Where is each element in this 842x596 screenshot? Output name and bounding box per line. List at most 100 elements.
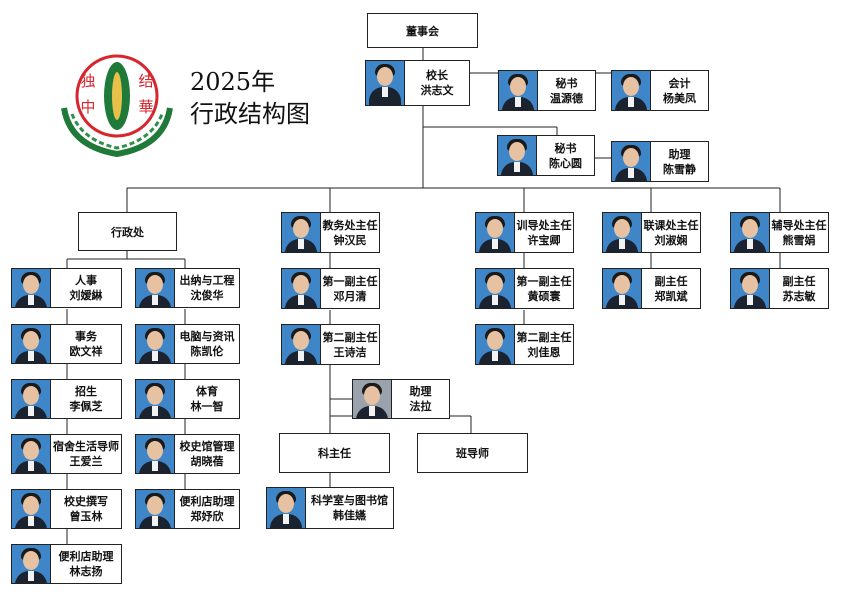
lab-library-role: 科学室与图书馆: [311, 494, 388, 507]
academic-2-card: 第二副主任王诗洁: [281, 324, 380, 365]
admin-left-0-role: 人事: [75, 274, 97, 287]
admin-right-1-card: 电脑与资讯陈凯伦: [135, 324, 240, 364]
admin-right-4-name: 郑妤欣: [190, 510, 224, 523]
academic-2-name: 王诗洁: [333, 345, 367, 359]
admin-left-2-name: 李佩芝: [69, 400, 103, 413]
admin-right-4-photo: [136, 490, 175, 528]
principal-card: 校长洪志文: [365, 60, 470, 106]
admin-left-1-photo: [12, 325, 51, 363]
admin-right-4-card: 便利店助理郑妤欣: [135, 489, 240, 529]
admin-right-1-name: 陈凯伦: [190, 345, 224, 358]
admin-right-3-photo: [136, 435, 175, 473]
admin-left-2-photo: [12, 380, 51, 418]
admin-left-3-name: 王爱兰: [69, 455, 103, 468]
academic-2-photo: [282, 325, 321, 364]
academic-1-card: 第一副主任邓月清: [281, 268, 380, 309]
discipline-0-role: 训导处主任: [516, 218, 572, 232]
discipline-2-photo: [476, 325, 515, 364]
admin-right-0-name: 沈俊华: [190, 289, 224, 302]
admin-right-3-name: 胡晓蓓: [190, 455, 224, 468]
admin-right-1-role: 电脑与资讯: [179, 330, 235, 343]
discipline-0-name: 许宝卿: [527, 233, 561, 247]
school-logo: 独 结 中 華: [61, 54, 173, 158]
logo-char-br: 華: [138, 98, 153, 116]
cocurricular-1-name: 郑凯斌: [654, 289, 688, 303]
admin-left-5-role: 便利店助理: [58, 550, 114, 563]
subject-head-box: 科主任: [279, 433, 390, 473]
assistant-top-card: 助理陈雪静: [611, 141, 709, 182]
secretary1-card: 秘书温源德: [498, 70, 596, 111]
counseling-0-name: 熊雪娟: [782, 233, 816, 247]
academic-1-role: 第一副主任: [322, 274, 378, 288]
accountant-photo: [612, 71, 651, 110]
admin-right-3-card: 校史馆管理胡晓蓓: [135, 434, 240, 474]
admin-right-3-role: 校史馆管理: [179, 440, 235, 453]
admin-right-2-name: 林一智: [190, 400, 224, 413]
discipline-1-card: 第一副主任黄硕寰: [475, 268, 574, 309]
admin-left-5-card: 便利店助理林志扬: [11, 544, 122, 584]
cocurricular-0-role: 联课处主任: [643, 218, 699, 232]
laurel-wreath: [61, 107, 173, 158]
academic-assistant-role: 助理: [409, 385, 432, 398]
admin-right-4-role: 便利店助理: [179, 495, 235, 508]
cocurricular-1-photo: [603, 269, 642, 308]
cocurricular-0-photo: [603, 213, 642, 252]
admin-left-3-photo: [12, 435, 51, 473]
secretary1-name: 温源德: [550, 91, 583, 105]
class-teacher-box: 班导师: [417, 433, 528, 473]
admin-left-1-card: 事务欧文祥: [11, 324, 122, 364]
discipline-0-photo: [476, 213, 515, 252]
academic-1-name: 邓月清: [333, 289, 367, 303]
cocurricular-0-card: 联课处主任刘淑娴: [602, 212, 701, 253]
discipline-2-name: 刘佳恩: [527, 345, 561, 359]
accountant-name: 杨美凤: [663, 91, 696, 105]
logo-ring: [75, 54, 159, 138]
cocurricular-1-card: 副主任郑凯斌: [602, 268, 701, 309]
academic-assistant-name: 法拉: [409, 400, 432, 413]
admin-right-0-card: 出纳与工程沈俊华: [135, 268, 240, 308]
assistant-top-name: 陈雪静: [663, 162, 696, 176]
admin-left-4-name: 曾玉林: [69, 510, 103, 523]
chart-title: 2025年 行政结构图: [190, 66, 310, 130]
admin-left-3-card: 宿舍生活导师王爱兰: [11, 434, 122, 474]
counseling-1-photo: [731, 269, 770, 308]
academic-assistant-photo: [353, 380, 392, 418]
admin-left-4-photo: [12, 490, 51, 528]
title-year: 2025年: [190, 68, 276, 96]
admin-left-1-name: 欧文祥: [69, 345, 103, 358]
admin-right-0-photo: [136, 269, 175, 307]
secretary1-photo: [499, 71, 538, 110]
discipline-1-name: 黄硕寰: [527, 289, 561, 303]
academic-2-role: 第二副主任: [322, 330, 378, 344]
academic-assistant-card: 助理法拉: [352, 379, 450, 419]
assistant-top-photo: [612, 142, 651, 181]
accountant-role: 会计: [668, 76, 691, 90]
counseling-0-card: 辅导处主任熊雪娟: [730, 212, 829, 253]
academic-0-card: 教务处主任钟汉民: [281, 212, 380, 253]
admin-left-0-card: 人事刘嫒綝: [11, 268, 122, 308]
secretary1-role: 秘书: [555, 76, 578, 90]
academic-0-name: 钟汉民: [333, 233, 367, 247]
secretary2-role: 秘书: [554, 141, 577, 155]
admin-left-5-name: 林志扬: [69, 565, 103, 578]
admin-left-0-photo: [12, 269, 51, 307]
admin-office-box: 行政处: [78, 212, 177, 251]
admin-left-3-role: 宿舍生活导师: [53, 440, 119, 453]
admin-right-2-role: 体育: [196, 385, 218, 398]
principal-name: 洪志文: [420, 84, 454, 97]
discipline-1-photo: [476, 269, 515, 308]
secretary2-name: 陈心圆: [549, 156, 582, 170]
admin-left-4-card: 校史撰写曾玉林: [11, 489, 122, 529]
admin-right-1-photo: [136, 325, 175, 363]
principal-role: 校长: [426, 69, 448, 82]
counseling-0-role: 辅导处主任: [771, 218, 827, 232]
discipline-1-role: 第一副主任: [516, 274, 572, 288]
logo-char-tl: 独: [80, 72, 95, 90]
counseling-1-name: 苏志敏: [782, 289, 816, 303]
counseling-1-card: 副主任苏志敏: [730, 268, 829, 309]
admin-left-5-photo: [12, 545, 51, 583]
admin-left-0-name: 刘嫒綝: [69, 289, 103, 302]
counseling-1-role: 副主任: [782, 274, 816, 288]
lab-library-card: 科学室与图书馆韩佳嬿: [266, 487, 394, 529]
lab-library-photo: [267, 488, 306, 528]
